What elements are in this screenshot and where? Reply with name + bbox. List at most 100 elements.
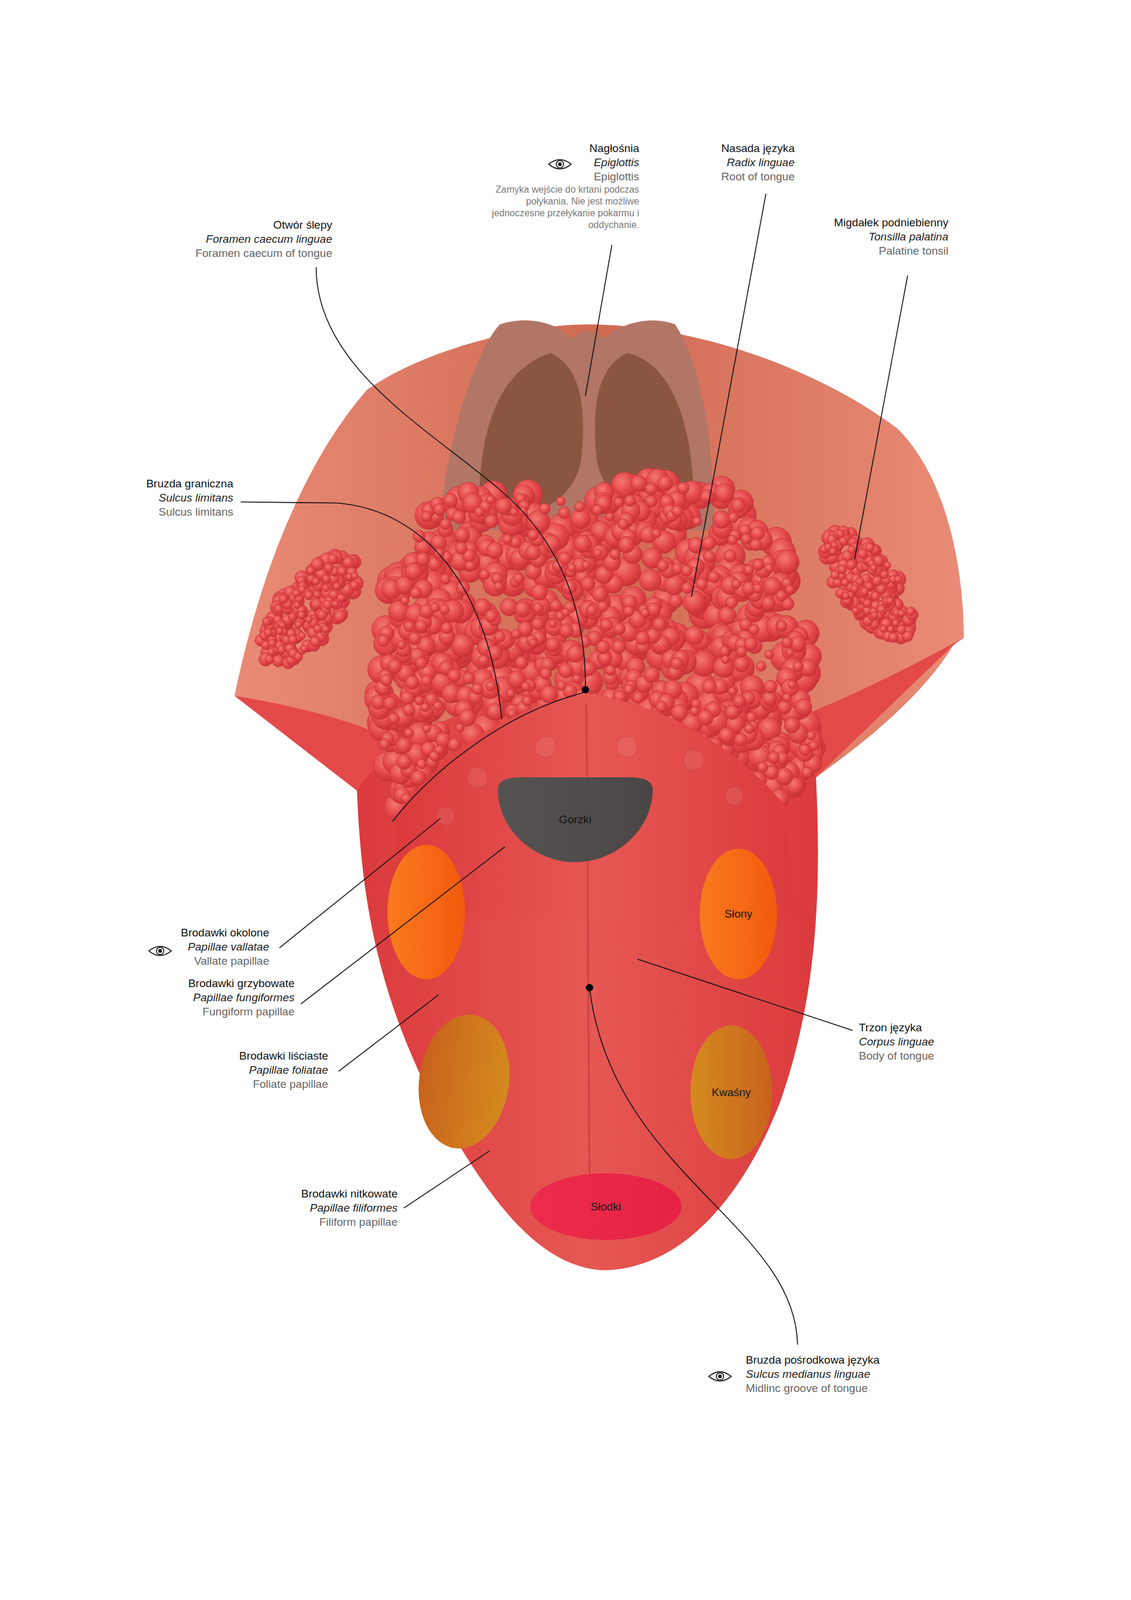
tonsil-bump [293,601,301,609]
papilla-bump [593,549,603,558]
papilla-bump [623,683,634,694]
papilla-bump [692,516,703,527]
papilla-bump [597,600,608,612]
papilla-bump [561,607,570,617]
papilla-bump [592,544,608,561]
papilla-bump [764,649,774,659]
tonsil-bump [851,606,859,614]
papilla-bump [749,538,762,551]
english-name: Epiglottis [471,169,640,184]
papilla-bump [669,593,683,608]
papilla-bump [377,634,390,647]
english-name: Midlinc groove of tongue [745,1380,880,1395]
papilla-bump [612,639,626,654]
papilla-bump [630,474,648,492]
papilla-bump [531,583,548,601]
papilla-bump [403,620,415,632]
papilla-bump [757,761,769,773]
papilla-bump [556,680,567,690]
papilla-bump [378,738,390,750]
callout-label: Bruzda pośrodkowa językaSulcus medianus … [745,1352,880,1395]
tonsil-bump [274,604,284,614]
papilla-bump [732,694,746,708]
papilla-bump [463,672,475,684]
zone-fill [699,848,777,980]
papilla-bump [657,559,670,572]
papilla-bump [416,758,427,769]
papilla-bump [733,656,749,672]
papilla-bump [624,494,637,507]
papilla-bump [698,709,714,725]
papilla-bump [440,518,452,530]
part-name: Brodawki nitkowate [301,1186,398,1201]
papilla-bump [404,728,414,738]
papilla-bump [502,534,513,545]
papilla-bump [511,629,522,640]
papilla-bump [397,754,412,769]
salty-zone-left [387,844,466,980]
papilla-bump [455,580,470,595]
callout-label: Brodawki okolonePapillae vallataeVallate… [180,925,270,968]
tonsil-bump [333,610,347,623]
papilla-bump [581,560,591,569]
papilla-bump [605,665,617,676]
papilla-bump [728,511,739,522]
papilla-bump [707,570,720,583]
tonsil-bump [263,627,273,637]
papilla-bump [777,699,792,714]
tonsil-bump [322,599,333,610]
papilla-bump [422,723,432,733]
zone-fill [530,1172,682,1240]
papilla-bump [733,732,747,746]
papilla-bump [548,619,557,628]
papilla-bump [712,510,731,529]
tonsil-bump [298,584,306,593]
papilla-bump [723,549,737,562]
tonsil-bump [300,645,309,653]
pharynx-edge-right [805,637,964,777]
papilla-bump [421,510,433,522]
part-name: Brodawki okolone [180,925,270,940]
latin-name: Sulcus medianus linguae [745,1366,880,1381]
papilla-bump [781,636,793,648]
median-groove [586,703,590,1173]
papilla-bump [809,741,819,751]
papilla-bump [487,645,504,661]
tonsil-bump [887,624,895,633]
tonsil-bump [842,592,850,600]
tonsil-bump [351,571,359,580]
papilla-bump [581,660,596,676]
tonsil-bump [305,615,313,623]
callout-label: Otwór ślepyForamen caecum linguaeForamen… [195,217,333,261]
tonsil-bump [891,619,900,627]
papilla-bump [531,617,544,630]
papilla-bump [781,678,799,696]
papilla-bump [657,475,673,491]
papilla-bump [521,695,532,706]
tonsil-bump [885,596,894,605]
latin-name: Radix linguae [721,155,795,170]
tonsil-bump [829,547,837,555]
callout-label: Bruzda granicznaSulcus limitansSulcus li… [146,476,234,519]
taste-zone: Kwaśny [690,1024,773,1159]
papilla-bump [485,495,495,505]
papilla-bump [743,723,754,734]
tonsil-bump [303,590,314,601]
papilla-bump [727,534,737,545]
tonsil-bump [846,559,857,570]
tonsil-bump [860,587,869,596]
papilla-bump [452,510,466,524]
papilla-bump [540,685,558,703]
papilla-bump [670,703,688,721]
papilla-bump [643,666,660,683]
papilla-bump [477,654,489,666]
tonsil-bump [888,632,899,643]
latin-name: Corpus linguae [858,1034,935,1049]
papilla-bump [442,493,458,508]
papilla-bump [525,544,541,560]
zone-fill [497,776,653,862]
papilla-bump [405,675,420,690]
papilla-bump [774,549,799,574]
papilla-bump [538,503,551,515]
taste-label: Słodki [590,1199,622,1213]
